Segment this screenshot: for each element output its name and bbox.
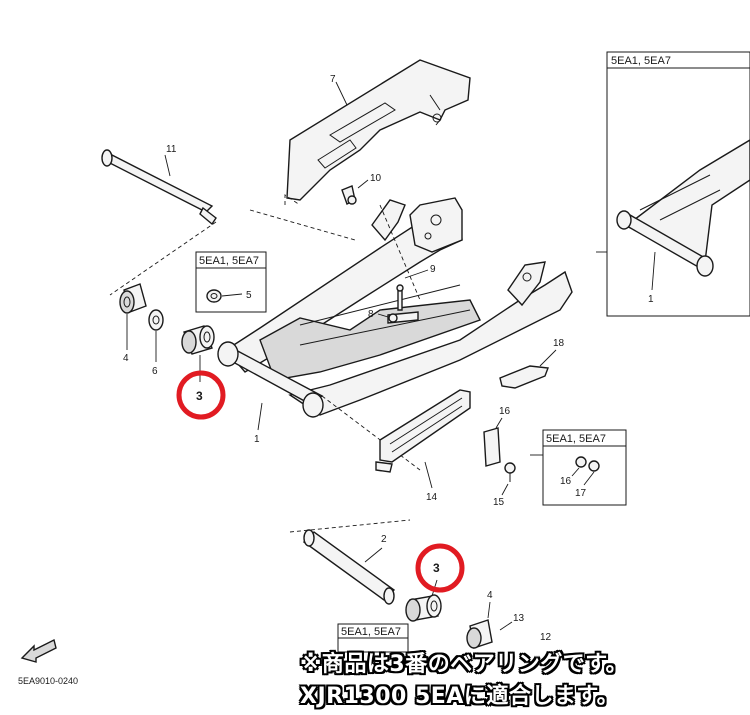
variant-box-upper: 5EA1, 5EA7 5	[195, 251, 267, 313]
part-number-9: 9	[430, 264, 436, 275]
variant-label-lower: 5EA1, 5EA7	[341, 626, 401, 638]
part-number-2: 2	[381, 534, 387, 545]
part-number-3-upper: 3	[196, 389, 203, 403]
variant-label-upper: 5EA1, 5EA7	[199, 255, 259, 267]
part-number-11: 11	[166, 144, 177, 155]
part-number-18: 18	[553, 338, 565, 349]
part-number-3-lower: 3	[433, 561, 440, 575]
variant-box-large: 5EA1, 5EA7 1	[606, 51, 750, 317]
part-number-5: 5	[246, 290, 252, 301]
part-number-13: 13	[513, 613, 525, 624]
forward-arrow-icon	[20, 638, 57, 663]
part-number-8: 8	[368, 309, 374, 320]
swingarm	[217, 197, 573, 418]
screw-15	[504, 462, 516, 482]
highlight-circle-lower	[415, 543, 465, 593]
highlight-circle-upper	[176, 370, 226, 420]
bolt-10	[341, 185, 357, 205]
part-number-6: 6	[152, 366, 158, 377]
part-number-1-inset: 1	[648, 294, 654, 305]
part-number-14: 14	[426, 492, 438, 503]
part-number-17: 17	[575, 488, 587, 499]
chain-guide-18	[499, 365, 549, 389]
caption-line-1: ※商品は3番のベアリングです。	[300, 652, 628, 677]
variant-box-lower: 5EA1, 5EA7	[337, 623, 409, 653]
part-number-4-lower: 4	[487, 590, 493, 601]
part-number-1: 1	[254, 434, 260, 445]
pivot-shaft-11	[101, 149, 217, 226]
part-number-15: 15	[493, 497, 505, 508]
part-number-16: 16	[499, 406, 511, 417]
bearing-4-upper	[119, 283, 147, 314]
axle-2	[302, 529, 396, 605]
damper-16	[483, 427, 501, 467]
caption-line-2: XJR1300 5EAに適合します。	[300, 684, 620, 709]
bolt-9	[396, 284, 404, 311]
variant-box-right: 5EA1, 5EA7 16 17	[542, 429, 627, 506]
bearing-3-upper	[181, 325, 215, 355]
bearing-4-lower	[466, 619, 493, 649]
part-number-12: 12	[540, 632, 552, 643]
variant-label-right: 5EA1, 5EA7	[546, 433, 606, 445]
part-number-7: 7	[330, 74, 336, 85]
part-number-4-upper: 4	[123, 353, 129, 364]
chain-case	[286, 59, 471, 201]
bolt-8	[387, 311, 419, 324]
washer-6	[148, 309, 164, 331]
part-number-10: 10	[370, 173, 382, 184]
diagram-code: 5EA9010-0240	[18, 676, 79, 686]
part-number-16-inset: 16	[560, 476, 572, 487]
bearing-3-lower	[405, 594, 442, 622]
chain-slider-14	[375, 389, 471, 473]
variant-label-large: 5EA1, 5EA7	[611, 55, 671, 67]
